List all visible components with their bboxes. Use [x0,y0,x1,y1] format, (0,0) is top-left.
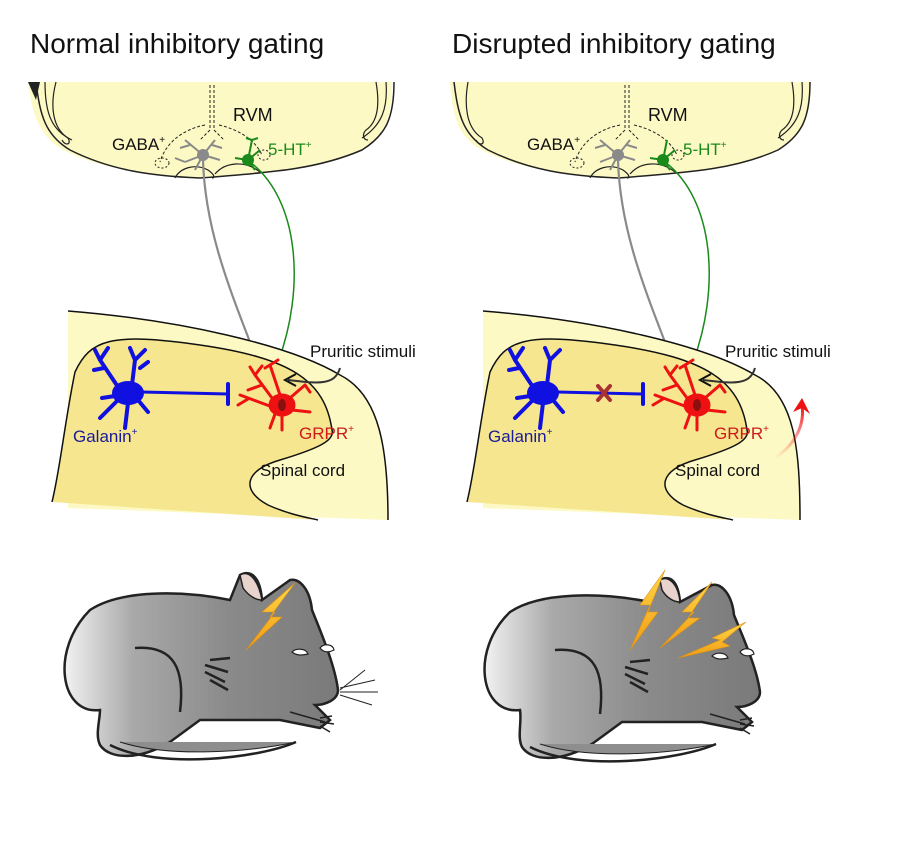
galanin-label: Galanin+ [488,427,553,446]
lightning-bolt-icon [677,621,747,659]
pruritic-arrowhead [282,373,297,387]
brainstem-section [450,81,811,179]
gaba-projection [201,159,257,356]
panel-title-disrupted: Disrupted inhibitory gating [452,28,776,59]
block-x-icon [596,384,612,402]
grpr-nucleus [693,399,701,411]
pruritic-label: Pruritic stimuli [725,342,831,361]
lightning-bolt-icon [659,581,713,649]
grpr-neuron [236,358,312,432]
serotonin-projection [249,161,295,363]
galanin-neuron [507,346,645,430]
lightning-bolt-icon [245,582,296,651]
lightning-bolt-icon [629,569,666,651]
panel-title-normal: Normal inhibitory gating [30,28,325,59]
increase-arrowhead [793,398,810,414]
panel-disrupted: RVM GABA+ 5-HT+ Pruritic stimuli Galanin… [450,0,900,840]
gaba-neuron [594,139,638,171]
grpr-label: GRPR+ [714,424,769,443]
mouse-scratching [63,572,378,761]
gaba-label: GABA+ [112,135,165,154]
gaba-label: GABA+ [527,135,580,154]
panel-normal: RVM GABA+ 5-HT+ Pruritic stimuli Galanin… [0,0,450,840]
pruritic-arrow [287,367,341,384]
increase-arrow-icon [774,404,805,460]
diagram-normal: RVM GABA+ 5-HT+ Pruritic stimuli Galanin… [28,81,416,761]
gaba-projection [616,159,672,356]
serotonin-label: 5-HT+ [268,140,312,159]
serotonin-projection [664,161,710,363]
galanin-label: Galanin+ [73,427,138,446]
galanin-neuron [92,346,230,430]
serotonin-label: 5-HT+ [683,140,727,159]
spinal-cord-label: Spinal cord [675,461,760,480]
pruritic-arrowhead [697,373,712,387]
rvm-label: RVM [648,105,688,125]
mouse-scratching [483,576,798,763]
brainstem-section [28,81,395,179]
diagram-disrupted: RVM GABA+ 5-HT+ Pruritic stimuli Galanin… [450,81,831,763]
grpr-label: GRPR+ [299,424,354,443]
rvm-label: RVM [233,105,273,125]
pruritic-label: Pruritic stimuli [310,342,416,361]
grpr-nucleus [278,399,286,411]
spinal-cord-label: Spinal cord [260,461,345,480]
pruritic-arrow [702,367,756,384]
